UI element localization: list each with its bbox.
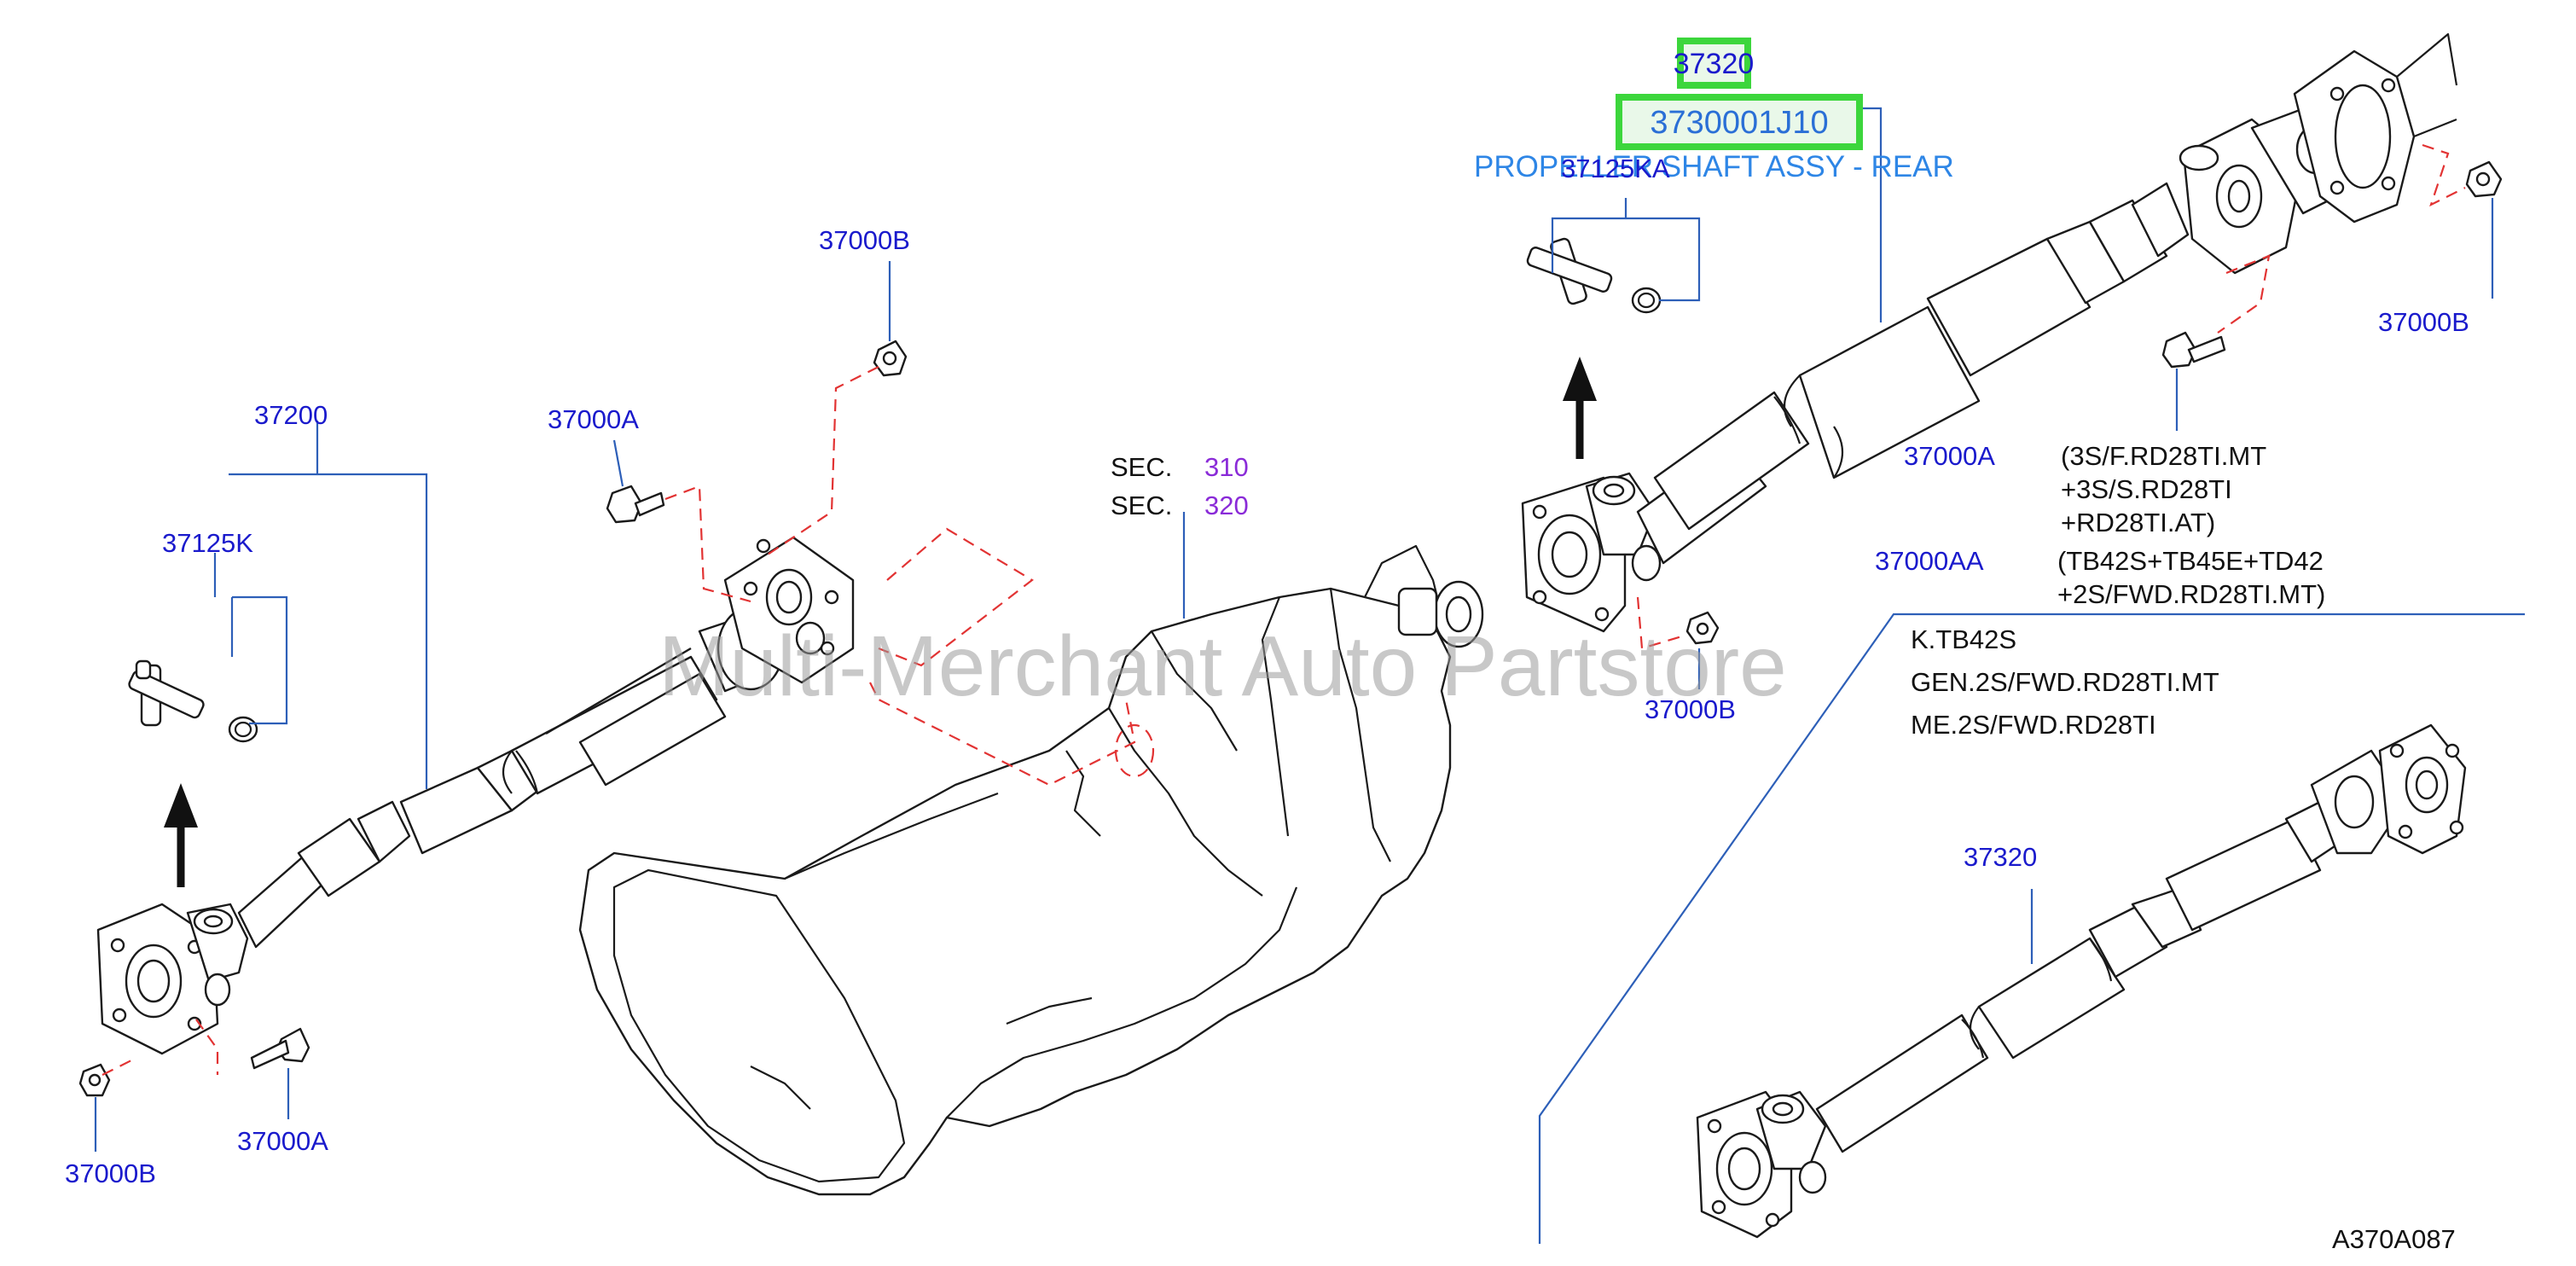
- callout-rear-top-nut[interactable]: 37000B: [2378, 307, 2469, 337]
- callout-rear-bolt-alt[interactable]: 37000AA: [1875, 546, 1984, 576]
- front-propeller-shaft-drawing: [96, 536, 855, 1055]
- bolt-a-note-1: (3S/F.RD28TI.MT: [2061, 441, 2266, 471]
- front-spider-kit-drawing: [128, 659, 258, 743]
- section-number-2[interactable]: 320: [1204, 491, 1249, 520]
- highlighted-part-number[interactable]: 37320: [1674, 48, 1755, 80]
- assembly-arrows: [164, 357, 1597, 887]
- callout-lower-shaft[interactable]: 37320: [1964, 842, 2037, 872]
- callout-front-bottom-nut[interactable]: 37000B: [65, 1159, 156, 1188]
- rear-propeller-shaft-drawing: [1521, 32, 2458, 633]
- lower-shaft-model-1: K.TB42S: [1911, 624, 2016, 654]
- watermark: Multi-Merchant Auto Partstore: [659, 618, 1787, 714]
- callout-front-shaft[interactable]: 37200: [254, 400, 328, 430]
- front-fasteners-drawing: [78, 340, 908, 1097]
- lower-propeller-shaft-drawing: [1696, 723, 2467, 1239]
- diagram-code: A370A087: [2332, 1224, 2456, 1254]
- callout-front-top-nut[interactable]: 37000B: [819, 225, 910, 255]
- callout-rear-bottom-nut[interactable]: 37000B: [1645, 694, 1736, 724]
- section-label-2: SEC.: [1111, 491, 1172, 520]
- front-hidden-lines: [102, 366, 1155, 1076]
- bolt-aa-note-2: +2S/FWD.RD28TI.MT): [2057, 579, 2325, 609]
- highlighted-sub-part-number[interactable]: 3730001J10: [1650, 105, 1828, 141]
- rear-spider-kit-drawing: [1526, 237, 1662, 314]
- highlight-boxes: [1616, 38, 1863, 150]
- bolt-a-note-3: +RD28TI.AT): [2061, 508, 2215, 537]
- lower-shaft-model-3: ME.2S/FWD.RD28TI: [1911, 710, 2156, 740]
- labels: 37320 3730001J10 PROPELLER SHAFT ASSY - …: [65, 48, 2469, 1254]
- section-label-1: SEC.: [1111, 452, 1172, 482]
- bolt-aa-note-1: (TB42S+TB45E+TD42: [2057, 546, 2324, 576]
- section-number-1[interactable]: 310: [1204, 452, 1249, 482]
- callout-rear-bolt[interactable]: 37000A: [1904, 441, 1995, 471]
- rear-hidden-lines: [1636, 143, 2466, 650]
- callout-front-spider[interactable]: 37125K: [162, 528, 253, 558]
- highlight-box-sub-part: [1616, 94, 1863, 150]
- callout-front-top-bolt[interactable]: 37000A: [548, 404, 639, 434]
- part-description: PROPELLER SHAFT ASSY - REAR: [1474, 150, 1954, 183]
- rear-fasteners-drawing: [1685, 160, 2503, 645]
- bolt-a-note-2: +3S/S.RD28TI: [2061, 474, 2232, 504]
- lower-shaft-model-2: GEN.2S/FWD.RD28TI.MT: [1911, 667, 2219, 697]
- highlight-box-part: [1677, 38, 1751, 89]
- callout-rear-spider[interactable]: 37125KA: [1561, 154, 1670, 183]
- callout-front-bottom-bolt[interactable]: 37000A: [237, 1126, 328, 1156]
